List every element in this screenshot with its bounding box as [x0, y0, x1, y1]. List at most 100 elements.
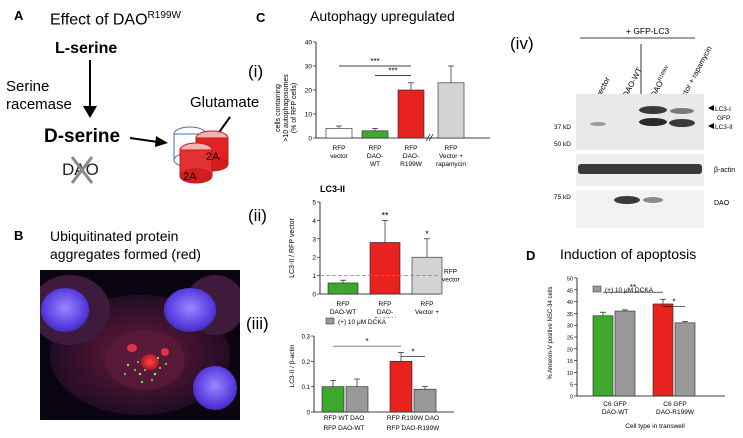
panel-a-title: Effect of DAOR199W [50, 10, 181, 29]
l-serine-label: L-serine [55, 40, 118, 57]
chart-c-i-ylabel: cells containing >10 autophagosomes (% o… [275, 74, 298, 142]
chart-c-i: cells containing >10 autophagosomes (% o… [275, 40, 490, 168]
panel-b-title-1: Ubiquitinated protein [50, 228, 179, 244]
chart-c-ii-category-label: rapamycin [412, 317, 442, 318]
chart-d-legend-swatch [592, 285, 602, 293]
chart-c-iii-category-top: RFP R199W DAO [387, 415, 439, 422]
wb-mw-75: 75 kD [554, 194, 571, 201]
microscopy-image [40, 270, 240, 420]
chart-c-iii-ytick-label: 0 [307, 411, 311, 417]
wb-band-lc3ii-label: LC3-II [715, 124, 733, 131]
racemase-label-1: Serine [6, 78, 50, 95]
chart-c-i-axis-break [425, 133, 431, 142]
chart-c-i-category-label: Vector + [439, 153, 463, 160]
d-serine-arrow [130, 136, 168, 147]
chart-c-ii-sig-label: * [425, 229, 429, 239]
panel-b-title-2: aggregates formed (red) [50, 246, 201, 262]
wb-lane-3-sup: R199W [657, 64, 670, 82]
chart-d-category-label: C6 GFP [663, 401, 686, 408]
chart-c-i-category-label: rapamycin [436, 161, 466, 168]
chart-c-iii-ytick-label: 0.2 [302, 360, 311, 366]
dao-cross-icon [70, 156, 94, 184]
chart-c-iii-category-bottom: RFP DAO-WT [323, 425, 364, 432]
chart-d-bar [652, 303, 674, 397]
chart-d-bar [592, 315, 614, 397]
chart-c-i-ytick-label: 10 [305, 112, 313, 119]
wb-band-lc3ii-2 [639, 118, 667, 126]
chart-d-bar [614, 310, 636, 397]
panel-c-sub-i: (i) [248, 62, 264, 81]
chart-d-ytick-label: 0 [570, 395, 573, 401]
nmda-receptor-icon: 2A 2A [173, 126, 229, 184]
chart-c-iii-ylabel: LC3-II / β-actin [289, 344, 296, 387]
wb-arrow-lc3ii [708, 123, 714, 129]
chart-d-category-label: C6 GFP [603, 401, 626, 408]
chart-c-i-sig-label: *** [370, 57, 379, 66]
chart-d-sig-label: * [672, 297, 675, 306]
wb-band-gfp-label: GFP [717, 115, 730, 122]
wb-band-lc3ii-1 [590, 122, 606, 126]
chart-c-i-category-label: DAO- [367, 153, 383, 160]
wb-band-actin-label: β-actin [714, 167, 735, 174]
chart-c-i-sig-label: *** [388, 67, 397, 76]
chart-c-i-bar [397, 89, 425, 139]
panel-a: A Effect of DAOR199W L-serine Serine rac… [0, 0, 259, 215]
d-serine-label: D-serine [44, 126, 121, 147]
chart-d-ytick-label: 45 [567, 288, 573, 294]
chart-c-i-ylabel-3: (% of RFP cells) [291, 83, 298, 133]
receptor-label-b: 2A [206, 151, 220, 163]
chart-d-legend-label: (+) 10 μM DCKA [605, 287, 654, 294]
chart-c-iii-legend-swatch [325, 317, 335, 325]
chart-c-i-ylabel-1: cells containing [275, 84, 282, 132]
wb-band-lc3i-label: LC3-I [715, 106, 731, 113]
chart-c-iii-bar [389, 361, 413, 413]
wb-blot-dao [576, 190, 704, 228]
chart-c-ii-ytick-label: 2 [312, 255, 316, 262]
wb-band-dao-label: DAO [714, 200, 730, 207]
panel-a-letter: A [14, 8, 24, 23]
wb-lane-2: DAO-WT [621, 66, 644, 99]
chart-c-iii-sig-label: * [411, 347, 414, 356]
panel-a-title-sup: R199W [147, 10, 181, 21]
chart-c-ii-category-label: RFP [379, 301, 392, 308]
racemase-label-2: racemase [6, 96, 72, 113]
panel-c-sub-ii: (ii) [248, 206, 267, 225]
chart-c-iii-ytick-label: 0.1 [302, 385, 311, 391]
panel-d-letter: D [526, 248, 536, 263]
chart-c-iii-category-top: RFP WT DAO [324, 415, 365, 422]
panel-b-letter: B [14, 228, 24, 243]
chart-c-i-axis-break [428, 133, 434, 142]
glutamate-label: Glutamate [190, 94, 260, 111]
chart-d-sig-label: ** [630, 283, 636, 292]
chart-c-i-category-label: RFP [369, 145, 382, 152]
chart-c-i-bar [325, 128, 353, 139]
chart-d-xlabel: Cell type in transwell [625, 423, 685, 430]
chart-c-ii: LC3-II LC3-II / RFP vector 012345RFPDAO-… [289, 184, 461, 318]
chart-c-i-bar [361, 130, 389, 139]
chart-d-bar [674, 322, 696, 397]
chart-c-i-bar [437, 82, 465, 139]
chart-c-i-category-label: vector [330, 153, 349, 160]
chart-c-i-category-label: WT [370, 161, 380, 168]
chart-d-ytick-label: 15 [567, 359, 573, 365]
chart-d-ytick-label: 30 [567, 324, 573, 330]
chart-c-i-ytick-label: 0 [308, 136, 312, 143]
panel-c-letter: C [256, 10, 266, 25]
wb-band-actin [578, 164, 702, 174]
wb-header: + GFP-LC3 [626, 26, 669, 36]
chart-c-ii-category-label: RFP [337, 301, 350, 308]
chart-c-iii-sig-label: * [365, 337, 368, 346]
chart-c-ii-category-label: Vector + [415, 309, 439, 316]
chart-c-ii-category-label: R199W [374, 317, 397, 318]
chart-d: % Annexin-V positive NSC-34 cells Cell t… [548, 277, 725, 430]
chart-d-category-label: DAO-R199W [656, 409, 695, 416]
chart-c-i-category-label: RFP [333, 145, 346, 152]
wb-arrow-lc3i [708, 105, 714, 111]
chart-c-ii-ytick-label: 0 [312, 292, 316, 299]
chart-c-ii-category-label: DAO- [377, 309, 393, 316]
chart-c-ii-category-label: DAO-WT [330, 309, 356, 316]
chart-c-ii-ytick-label: 3 [312, 236, 316, 243]
chart-d-ytick-label: 40 [567, 300, 573, 306]
wb-band-lc3ii-3 [669, 119, 695, 127]
chart-c-ii-sig-label: ** [381, 210, 389, 220]
